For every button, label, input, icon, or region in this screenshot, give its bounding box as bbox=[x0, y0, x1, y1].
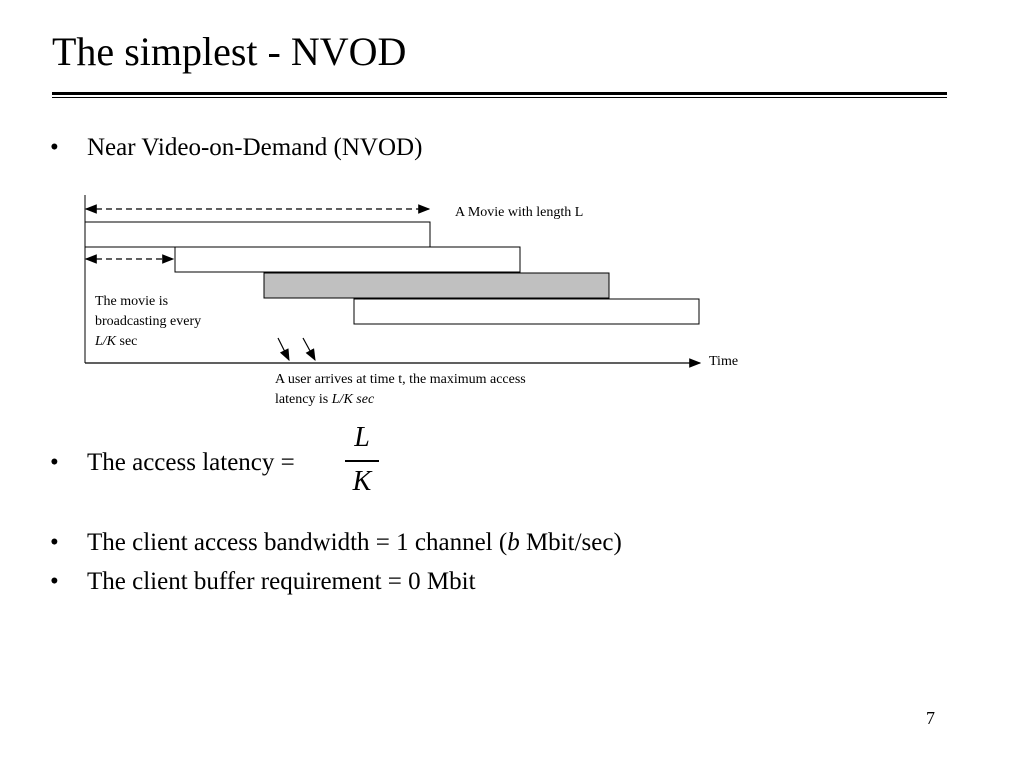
bullet-bandwidth: • The client access bandwidth = 1 channel… bbox=[50, 528, 622, 558]
bullet-nvod: • Near Video-on-Demand (NVOD) bbox=[50, 133, 422, 163]
title-rule-thick bbox=[52, 92, 947, 95]
user-arrival-arrow-2 bbox=[302, 337, 316, 362]
bullet-text: The client access bandwidth = 1 channel … bbox=[87, 529, 508, 556]
bullet-marker: • bbox=[50, 449, 59, 476]
bullet-marker: • bbox=[50, 134, 59, 161]
user-note-line1: A user arrives at time t, the maximum ac… bbox=[275, 372, 526, 387]
bullet-text: The access latency = bbox=[87, 449, 295, 476]
broadcast-bar-4 bbox=[353, 298, 700, 325]
user-note-var: L/K sec bbox=[331, 392, 375, 407]
slide-title: The simplest - NVOD bbox=[52, 29, 407, 74]
bullet-buffer: • The client buffer requirement = 0 Mbit bbox=[50, 567, 476, 597]
bullet-text: The client buffer requirement = 0 Mbit bbox=[87, 568, 476, 595]
broadcast-note-line2: broadcasting every bbox=[95, 314, 202, 329]
page-number: 7 bbox=[926, 708, 935, 728]
bullet-access-latency: • The access latency = bbox=[50, 448, 295, 478]
movie-length-label: A Movie with length L bbox=[455, 205, 584, 220]
bullet-marker: • bbox=[50, 568, 59, 595]
title-rule-thin bbox=[52, 97, 947, 98]
fraction-numerator: L bbox=[354, 422, 370, 453]
bullet-marker: • bbox=[50, 529, 59, 556]
bullet-text-suffix: Mbit/sec) bbox=[519, 529, 622, 556]
fraction-denominator: K bbox=[352, 466, 372, 497]
user-note-prefix: latency is bbox=[275, 392, 332, 407]
user-arrival-arrow-1 bbox=[277, 337, 290, 362]
bullet-text: Near Video-on-Demand (NVOD) bbox=[87, 134, 423, 161]
user-arrival-note: A user arrives at time t, the maximum ac… bbox=[275, 370, 526, 410]
time-axis-label: Time bbox=[709, 354, 739, 369]
broadcast-note: The movie is broadcasting every L/K sec bbox=[95, 292, 201, 352]
broadcast-bar-3-highlighted bbox=[263, 272, 610, 299]
broadcast-note-line1: The movie is bbox=[95, 294, 169, 309]
broadcast-note-line3: L/K sec bbox=[95, 332, 201, 352]
broadcast-bar-1 bbox=[84, 221, 431, 248]
latency-fraction: L K bbox=[345, 424, 379, 496]
broadcast-note-var: L/K bbox=[95, 334, 117, 349]
user-note-line2: latency is L/K sec bbox=[275, 390, 526, 410]
broadcast-bar-2 bbox=[174, 246, 521, 273]
broadcast-note-unit: sec bbox=[116, 334, 138, 349]
bandwidth-var: b bbox=[507, 529, 520, 556]
fraction-bar bbox=[345, 460, 379, 462]
